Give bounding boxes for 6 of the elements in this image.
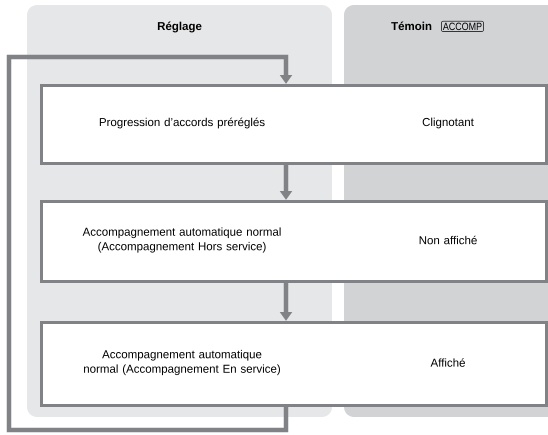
state-box: Accompagnement automatique normal (Accompagnement Hors service) Non affiché xyxy=(40,200,548,283)
state-box: Progression d’accords préréglés Clignotant xyxy=(40,84,548,165)
state-box: Accompagnement automatique normal (Accompagnement En service) Affiché xyxy=(40,321,548,407)
arrow xyxy=(6,54,292,432)
column-heading: Réglage xyxy=(158,22,202,32)
column-heading: Témoin xyxy=(391,22,432,30)
